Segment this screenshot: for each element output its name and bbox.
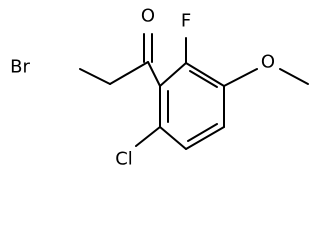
ring-bond-c1-c2 [159,62,187,87]
ring-bond-c5-c6 [159,126,187,150]
ring-methoxy-oxygen-bond [223,68,258,87]
methoxy-methyl-bond [279,68,309,85]
methoxy-oxygen-label: O [261,52,275,73]
ring-inner-double-bond-2 [189,70,218,88]
fluorine-label: F [181,11,191,32]
chemical-structure-diagram: O F Br O Cl [10,6,309,170]
bromine-label: Br [10,57,30,78]
carbonyl-oxygen-label: O [141,6,155,27]
ring-bond-c2-c3 [185,62,225,87]
ring-inner-double-bond-3 [187,123,218,142]
ch2-bromine-bond [79,68,111,85]
chlorine-label: Cl [115,149,133,170]
ring-chlorine-bond [135,126,161,147]
carbonyl-ring-bond [147,61,161,87]
ring-bond-c4-c5 [185,126,225,150]
carbonyl-ch2-bond [109,61,149,85]
